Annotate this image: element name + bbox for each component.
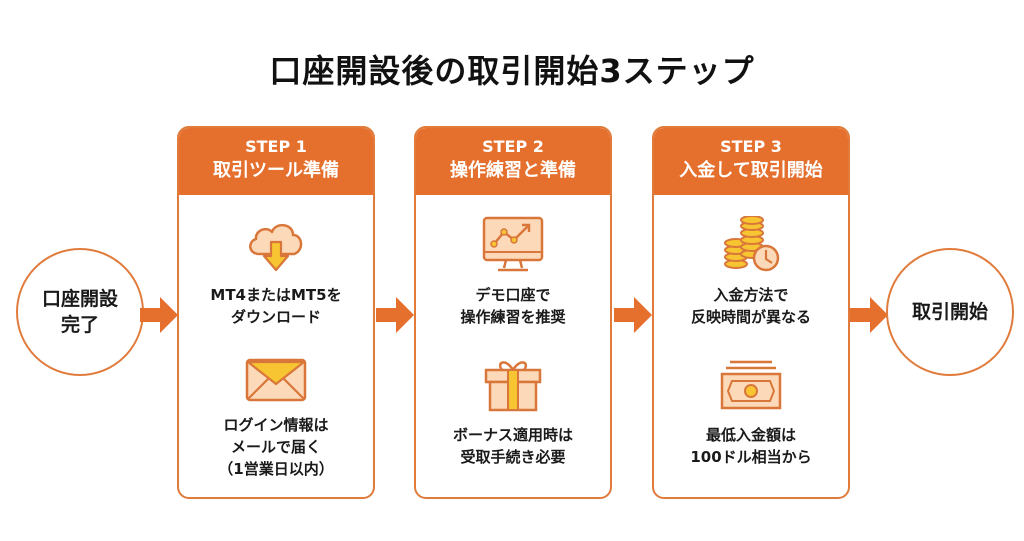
start-node-line2: 完了: [60, 314, 99, 336]
start-node: 口座開設 完了: [16, 248, 144, 376]
arrow-right-icon: [376, 297, 416, 333]
step-item: MT4またはMT5を ダウンロード: [179, 216, 373, 328]
item-text-line: 操作練習を推奨: [460, 308, 566, 326]
item-text-line: 反映時間が異なる: [690, 308, 811, 326]
end-node: 取引開始: [886, 248, 1014, 376]
item-text-line: 受取手続き必要: [460, 448, 566, 466]
coins-clock-icon: [654, 215, 848, 278]
item-text-line: 入金方法で: [713, 286, 789, 304]
step-item: 入金方法で 反映時間が異なる: [654, 215, 848, 328]
step-header: STEP 3 入金して取引開始: [654, 128, 848, 195]
end-node-label: 取引開始: [911, 301, 988, 323]
step-item: デモ口座で 操作練習を推奨: [416, 216, 610, 328]
item-text-line: ボーナス適用時は: [452, 426, 573, 444]
step-item: ログイン情報は メールで届く （1営業日以内）: [179, 356, 373, 480]
step-card-3: STEP 3 入金して取引開始: [652, 126, 850, 499]
step-label: STEP 1: [245, 137, 307, 156]
cloud-download-icon: [179, 216, 373, 278]
item-text-line: 最低入金額は: [705, 426, 796, 444]
item-text-line: ログイン情報は: [223, 416, 329, 434]
step-item: ボーナス適用時は 受取手続き必要: [416, 356, 610, 468]
arrow-right-icon: [140, 297, 180, 333]
step-item: 最低入金額は 100ドル相当から: [654, 356, 848, 468]
step-label: STEP 3: [720, 137, 782, 156]
monitor-chart-icon: [416, 216, 610, 278]
item-text-line: 100ドル相当から: [690, 448, 812, 466]
step-card-2: STEP 2 操作練習と準備 デモ口座で 操作練習を推奨: [414, 126, 612, 499]
gift-icon: [416, 356, 610, 418]
item-text-line: MT4またはMT5を: [210, 286, 342, 304]
banknote-icon: [654, 356, 848, 418]
arrow-right-icon: [850, 297, 890, 333]
step-title: 操作練習と準備: [450, 160, 576, 181]
item-text-line: メールで届く: [230, 438, 321, 456]
item-text-line: デモ口座で: [475, 286, 551, 304]
item-text-line: （1営業日以内）: [218, 460, 334, 478]
step-header: STEP 2 操作練習と準備: [416, 128, 610, 195]
arrow-right-icon: [614, 297, 654, 333]
step-header: STEP 1 取引ツール準備: [179, 128, 373, 195]
item-text-line: ダウンロード: [230, 308, 321, 326]
envelope-icon: [179, 356, 373, 408]
step-label: STEP 2: [482, 137, 544, 156]
step-title: 取引ツール準備: [213, 160, 339, 181]
start-node-line1: 口座開設: [41, 288, 118, 310]
step-title: 入金して取引開始: [679, 160, 823, 181]
page-title: 口座開設後の取引開始3ステップ: [269, 52, 755, 90]
step-card-1: STEP 1 取引ツール準備 MT4またはMT5を ダウンロード ログイン情報は…: [177, 126, 375, 499]
